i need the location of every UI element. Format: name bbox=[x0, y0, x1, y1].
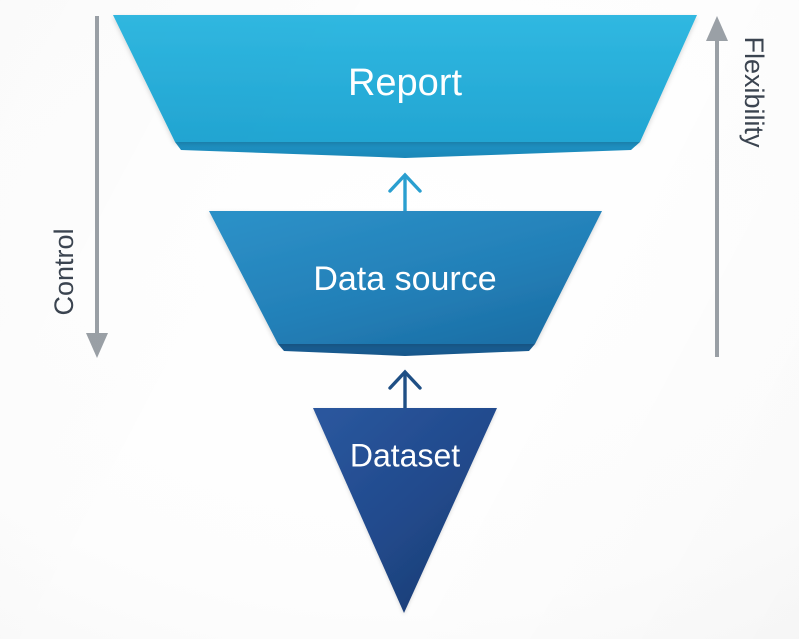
arrow-head-up-icon bbox=[388, 369, 422, 390]
control-axis-arrowhead-down bbox=[86, 333, 108, 358]
dataset-label: Dataset bbox=[350, 437, 460, 473]
data-source-label: Data source bbox=[313, 260, 496, 298]
arrow-head-up-icon bbox=[388, 172, 422, 193]
arrow-dataset-to-data-source bbox=[388, 369, 422, 410]
stage-report[interactable]: Report bbox=[113, 15, 697, 158]
dataset-triangle[interactable] bbox=[313, 408, 497, 613]
report-trapezoid[interactable] bbox=[113, 15, 697, 142]
report-shadow-band bbox=[175, 142, 640, 158]
control-axis-label: Control bbox=[49, 228, 79, 315]
arrow-data-source-to-report bbox=[388, 172, 422, 215]
data-source-trapezoid[interactable] bbox=[209, 211, 602, 344]
stage-dataset[interactable]: Dataset bbox=[313, 408, 497, 613]
report-label: Report bbox=[348, 62, 462, 104]
flexibility-axis-arrowhead-up bbox=[706, 16, 728, 41]
stage-data-source[interactable]: Data source bbox=[209, 211, 602, 356]
flexibility-axis: Flexibility bbox=[706, 16, 769, 357]
flexibility-axis-label: Flexibility bbox=[739, 36, 769, 148]
control-axis: Control bbox=[49, 16, 108, 358]
data-source-shadow-band bbox=[278, 344, 535, 356]
